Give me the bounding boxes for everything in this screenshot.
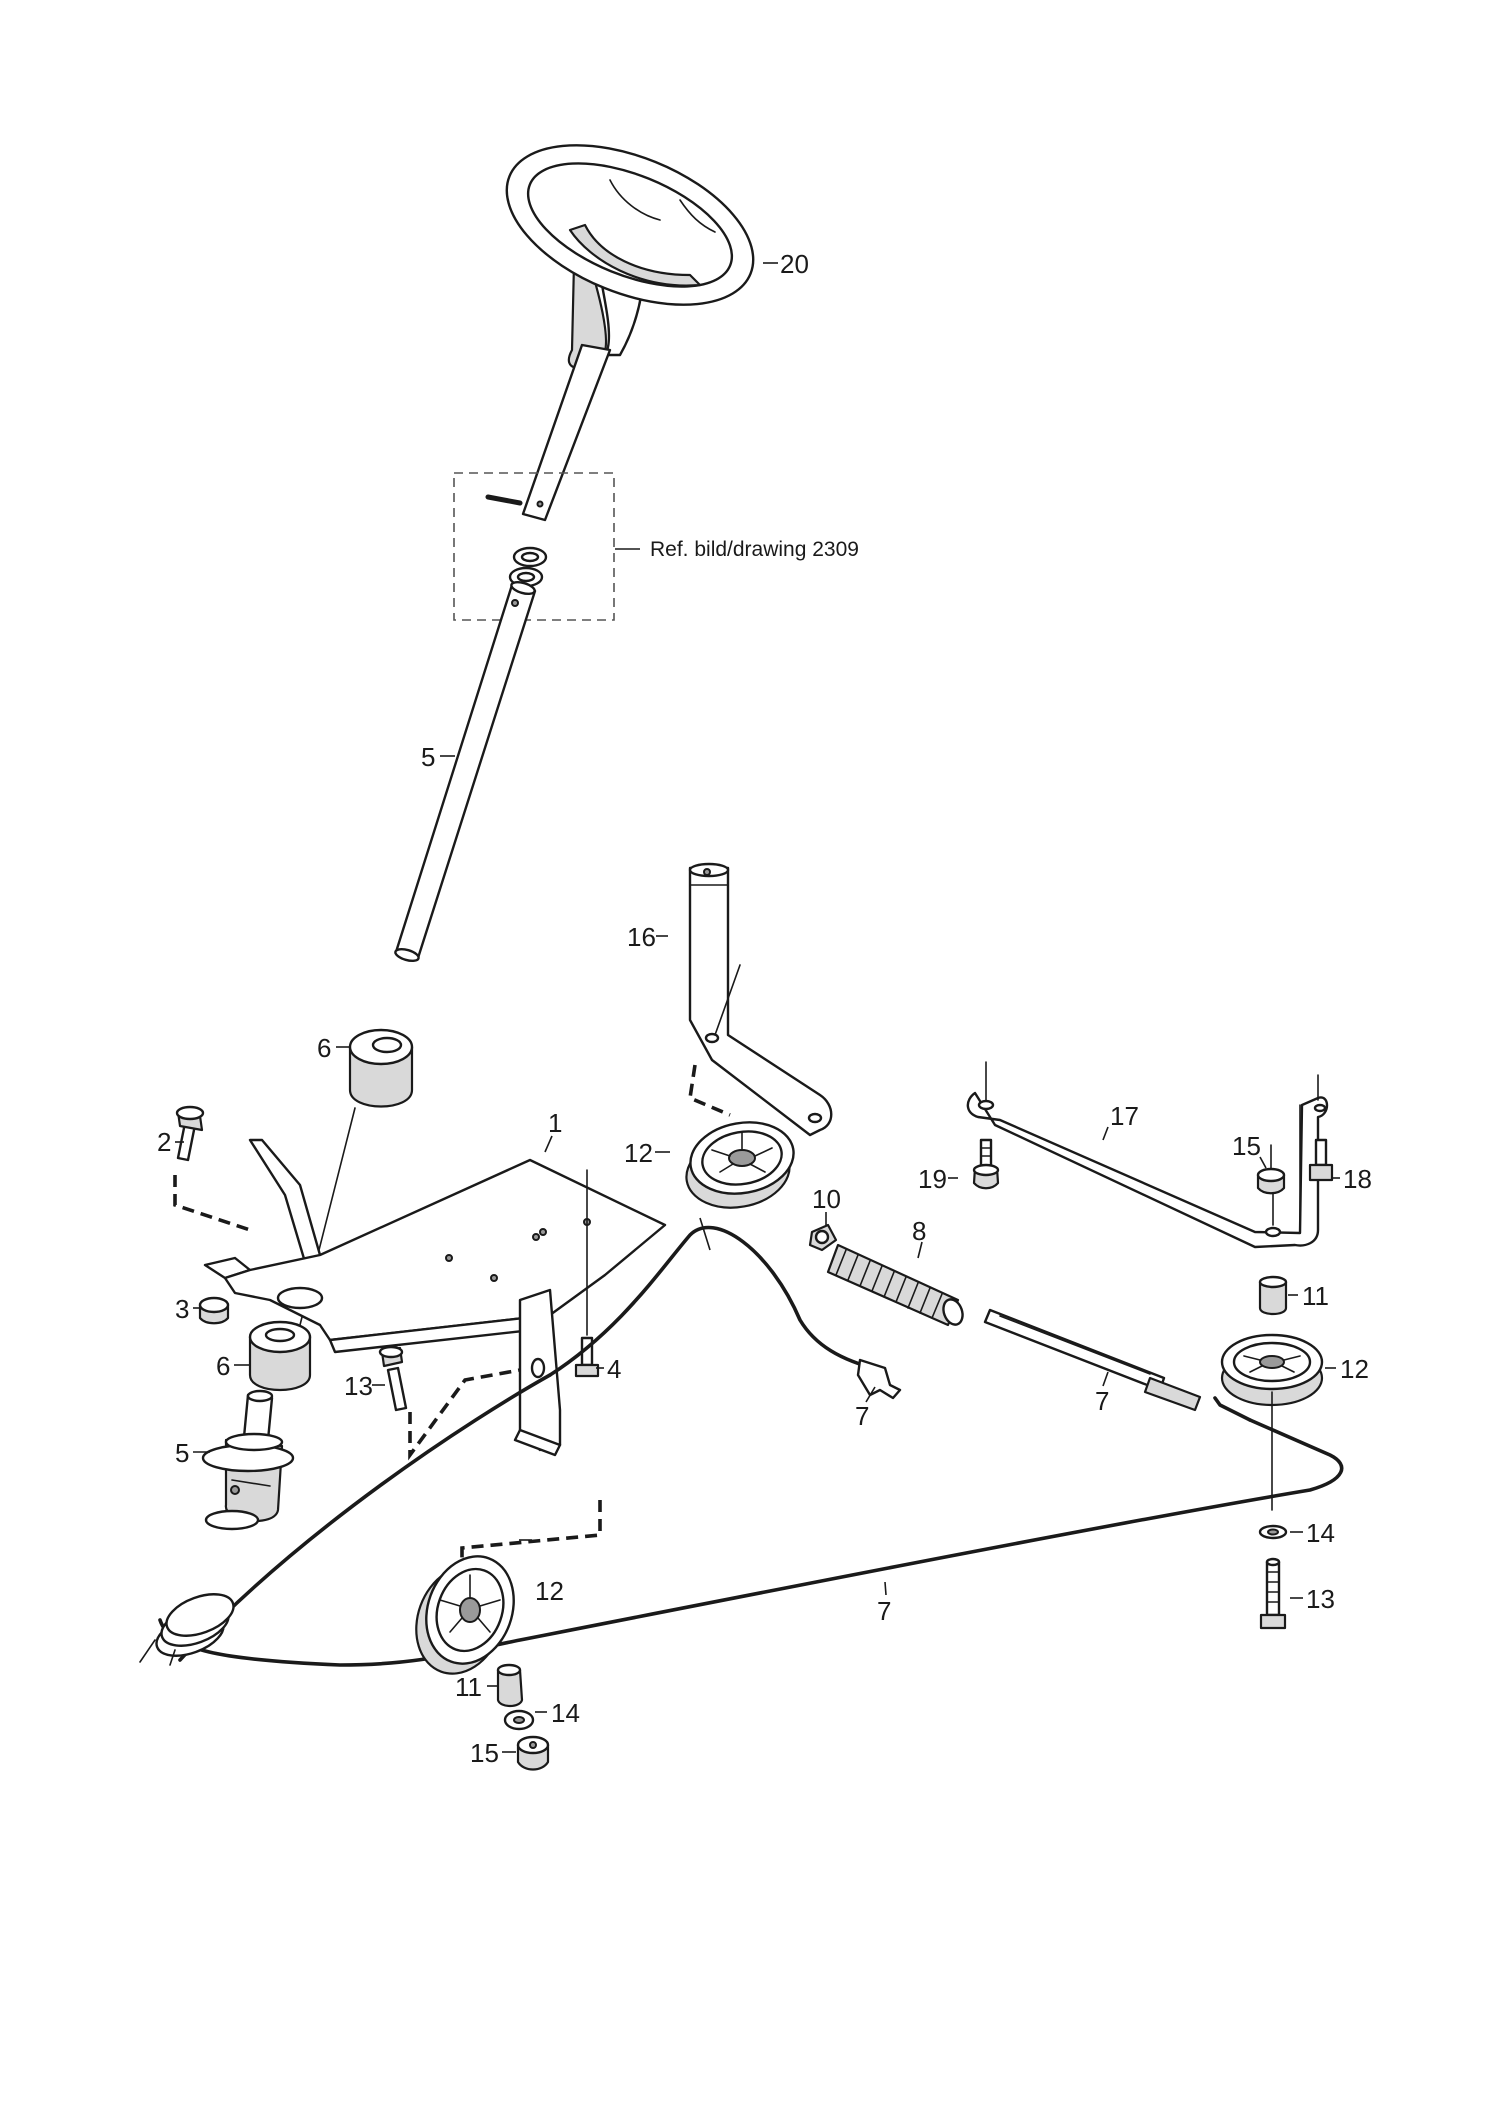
callout-16: 16 (627, 922, 656, 952)
steering-wheel (505, 144, 755, 370)
callout-17: 17 (1110, 1101, 1139, 1131)
callout-19: 19 (918, 1164, 947, 1194)
callout-15-right: 15 (1232, 1131, 1261, 1161)
steering-cable (139, 1225, 1344, 1667)
reference-label: Ref. bild/drawing 2309 (650, 538, 859, 561)
steering-shaft (394, 580, 537, 963)
pulley-right (1220, 1333, 1324, 1407)
spacer-11-right (1258, 1275, 1288, 1316)
callout-6-lower: 6 (216, 1351, 230, 1381)
nut-15-lower (516, 1735, 550, 1771)
assembly-path-pulley (460, 1500, 602, 1580)
callout-14-lower: 14 (551, 1698, 580, 1728)
callout-1: 1 (548, 1108, 562, 1138)
reference-box: Ref. bild/drawing 2309 (453, 472, 859, 621)
callout-7-hook: 7 (855, 1401, 869, 1431)
callout-10: 10 (812, 1184, 841, 1214)
nut-15-right (1256, 1144, 1286, 1195)
callout-18: 18 (1343, 1164, 1372, 1194)
bolt-13-right (1259, 1557, 1287, 1630)
bracket-17 (966, 1061, 1329, 1249)
bushing-upper (348, 1028, 414, 1108)
spring (826, 1243, 964, 1327)
callout-11-lower: 11 (455, 1672, 482, 1702)
steering-column-upper (521, 343, 612, 522)
assembly-path-bolt13 (408, 1368, 521, 1461)
washer-14-right (1258, 1524, 1288, 1540)
mounting-plate (203, 1138, 667, 1457)
spindle (201, 1389, 295, 1531)
callout-7-cable: 7 (877, 1596, 891, 1626)
callout-leaders (175, 262, 1340, 1753)
spacer-11-lower (496, 1663, 524, 1708)
callout-12-right: 12 (1340, 1354, 1369, 1384)
assembly-path-bracket16 (688, 1064, 731, 1117)
callout-2: 2 (157, 1127, 171, 1157)
callout-5-shaft: 5 (421, 742, 435, 772)
nut-3 (198, 1296, 230, 1325)
callout-11-right: 11 (1302, 1281, 1329, 1311)
pulley-lower (415, 1555, 515, 1675)
callout-12-top: 12 (624, 1138, 653, 1168)
washer-14-lower (503, 1709, 535, 1731)
callout-5-spindle: 5 (175, 1438, 189, 1468)
callout-15-lower: 15 (470, 1738, 499, 1768)
callout-7-rod: 7 (1095, 1386, 1109, 1416)
pulley-top (685, 1121, 795, 1209)
callout-3: 3 (175, 1294, 189, 1324)
callout-6-upper: 6 (317, 1033, 331, 1063)
callout-labels: 20 5 6 1 2 3 4 6 13 5 12 12 16 10 8 17 1… (157, 249, 1372, 1768)
callout-13-left: 13 (344, 1371, 373, 1401)
bolt-13-left (378, 1345, 408, 1412)
bracket-16 (688, 862, 833, 1137)
assembly-path-bolt2 (173, 1175, 251, 1232)
nut-10 (808, 1223, 838, 1252)
callout-4: 4 (607, 1354, 621, 1384)
callout-8: 8 (912, 1216, 926, 1246)
bolt-19 (972, 1138, 1000, 1190)
bolt-2 (175, 1105, 205, 1162)
bushing-lower (248, 1320, 312, 1392)
screw-18 (1308, 1138, 1334, 1182)
callout-20: 20 (780, 249, 809, 279)
callout-13-right: 13 (1306, 1584, 1335, 1614)
threaded-rod (983, 1308, 1202, 1412)
callout-14-right: 14 (1306, 1518, 1335, 1548)
callout-12-lower: 12 (535, 1576, 564, 1606)
